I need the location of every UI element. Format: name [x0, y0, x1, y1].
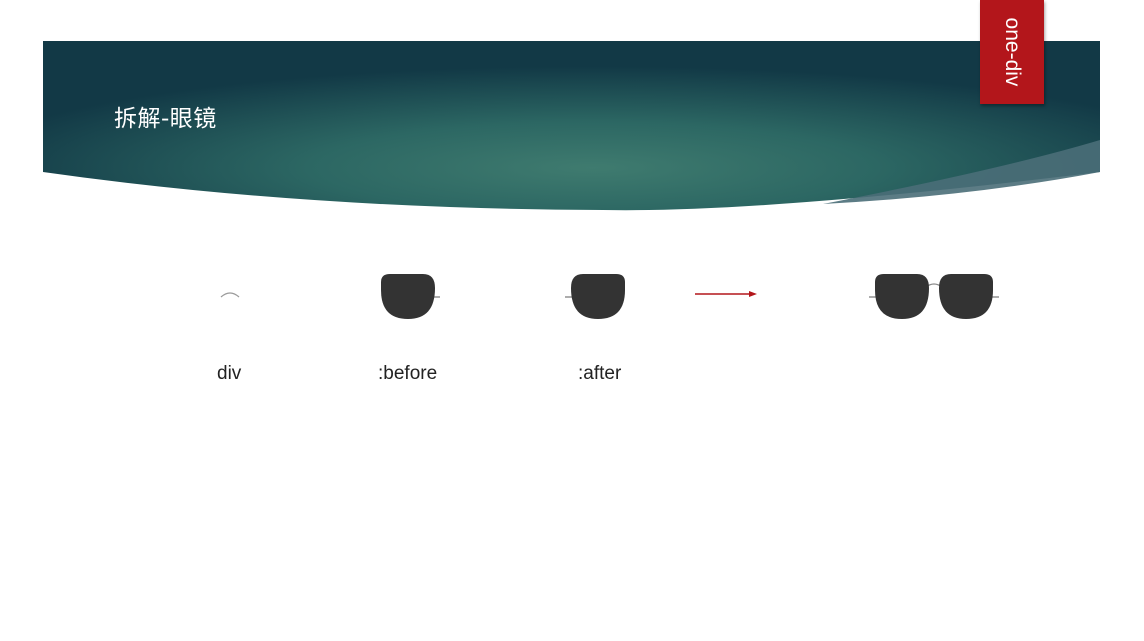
- caption-div: div: [217, 363, 242, 384]
- left-lens-icon: [381, 274, 440, 319]
- part-div: [214, 260, 246, 320]
- part-before: [378, 260, 444, 324]
- right-lens-icon: [565, 274, 625, 319]
- slide-title: 拆解-眼镜: [114, 106, 217, 132]
- arrow: [694, 286, 758, 302]
- caption-after: :after: [578, 363, 622, 384]
- sunglasses-icon: [869, 274, 999, 319]
- bridge-arc-icon: [220, 292, 240, 298]
- header-banner: [43, 41, 1100, 211]
- result-glasses: [868, 260, 1000, 324]
- part-after: [563, 260, 629, 324]
- tag-label: one-div: [1001, 17, 1024, 87]
- arrow-right-icon: [695, 291, 757, 297]
- one-div-tag: one-div: [980, 0, 1044, 104]
- caption-before: :before: [378, 363, 438, 384]
